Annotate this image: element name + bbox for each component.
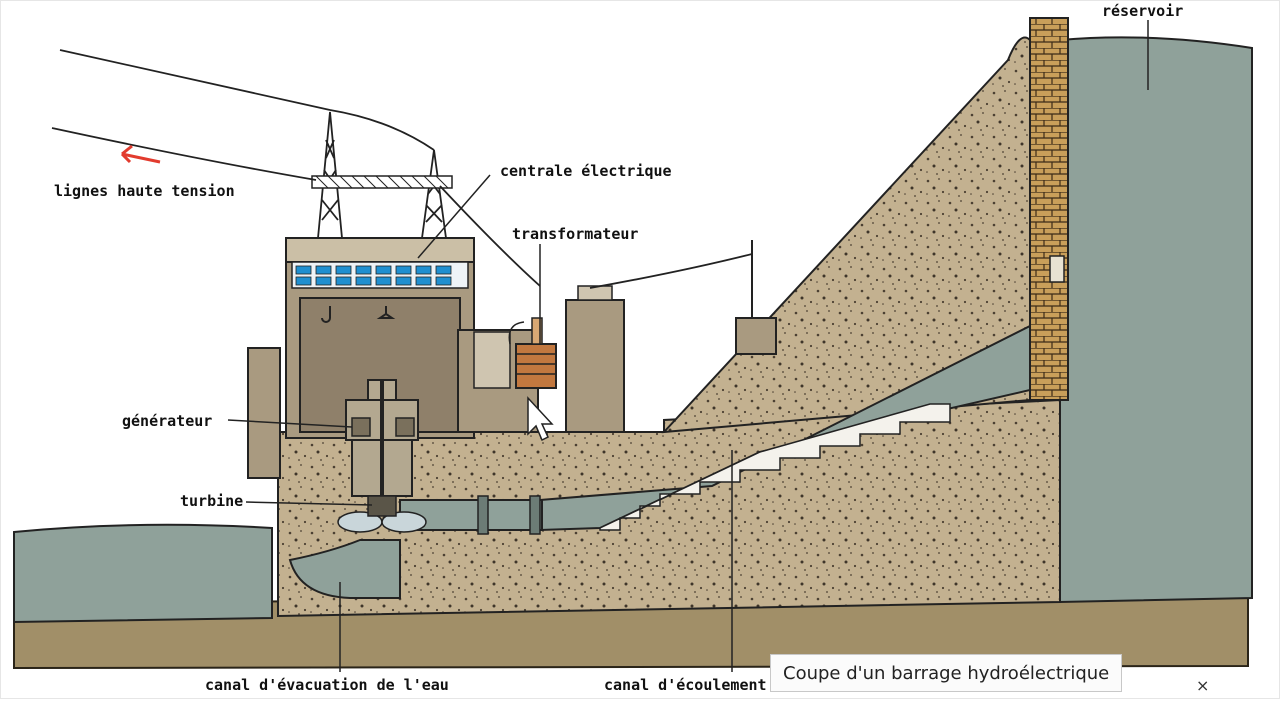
pylon-right bbox=[421, 149, 447, 239]
turbine-unit bbox=[337, 495, 427, 533]
dam-brick-face bbox=[1029, 17, 1069, 401]
label-transformer: transformateur bbox=[512, 225, 638, 243]
station-left-annex bbox=[247, 347, 281, 479]
reservoir-water bbox=[1059, 36, 1253, 604]
label-reservoir: réservoir bbox=[1102, 2, 1183, 20]
pylon-left bbox=[317, 111, 343, 239]
image-caption-tooltip: Coupe d'un barrage hydroélectrique bbox=[770, 654, 1123, 692]
tooltip-text: Coupe d'un barrage hydroélectrique bbox=[783, 662, 1110, 684]
mouse-cursor-icon bbox=[527, 396, 554, 442]
close-icon[interactable]: × bbox=[1196, 676, 1210, 695]
switchgear-tower bbox=[565, 299, 625, 433]
arrow-icon bbox=[120, 144, 161, 164]
label-tailrace: canal d'évacuation de l'eau bbox=[205, 676, 449, 694]
label-penstock: canal d'écoulement bbox=[604, 676, 767, 694]
label-turbine: turbine bbox=[180, 492, 243, 510]
line-pole-block bbox=[735, 317, 777, 355]
transformer-unit bbox=[508, 317, 557, 389]
label-generator: générateur bbox=[122, 412, 212, 430]
intake-steps bbox=[599, 403, 951, 531]
label-power-station: centrale électrique bbox=[500, 162, 672, 180]
generator-unit bbox=[345, 379, 419, 500]
tailrace-water bbox=[288, 539, 401, 599]
power-lines bbox=[51, 49, 753, 289]
label-power-lines: lignes haute tension bbox=[54, 182, 235, 200]
river-water bbox=[13, 523, 273, 624]
